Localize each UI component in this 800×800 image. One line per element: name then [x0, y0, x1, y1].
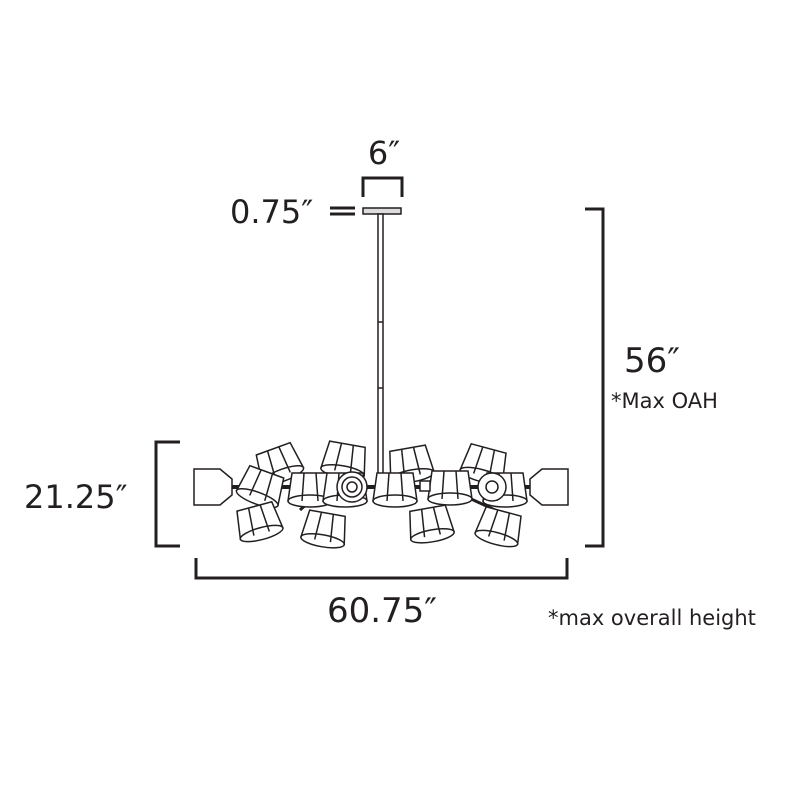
canopy-width-label: 6″ [368, 134, 400, 172]
fixture-height-bracket [154, 440, 180, 548]
lamp-shade [427, 470, 473, 506]
fixture-width-label: 60.75″ [327, 591, 437, 631]
lamp-shade [409, 504, 456, 544]
lamp-shade [287, 472, 333, 508]
overall-height-note: *Max OAH [611, 389, 718, 413]
overall-height-bracket [585, 207, 605, 548]
lamp-shade [372, 472, 418, 508]
lamp-shade [319, 440, 366, 480]
canopy-height-marker [330, 206, 355, 216]
canopy-width-bracket [361, 176, 404, 197]
footnote: *max overall height [548, 606, 756, 630]
chandelier-drawing [193, 207, 569, 549]
canopy-height-label: 0.75″ [230, 193, 313, 231]
canopy [362, 207, 402, 215]
fixture-width-bracket [194, 558, 569, 580]
center-hub [336, 471, 507, 503]
lamp-shade [236, 500, 284, 543]
overall-height-label: 56″ [624, 341, 680, 381]
lamp-shade [299, 509, 346, 549]
fixture-height-label: 21.25″ [24, 478, 128, 516]
end-lamp-shade [193, 468, 233, 506]
end-lamp-shade [529, 468, 569, 506]
stem [377, 213, 384, 487]
lamp-shade [474, 505, 522, 548]
